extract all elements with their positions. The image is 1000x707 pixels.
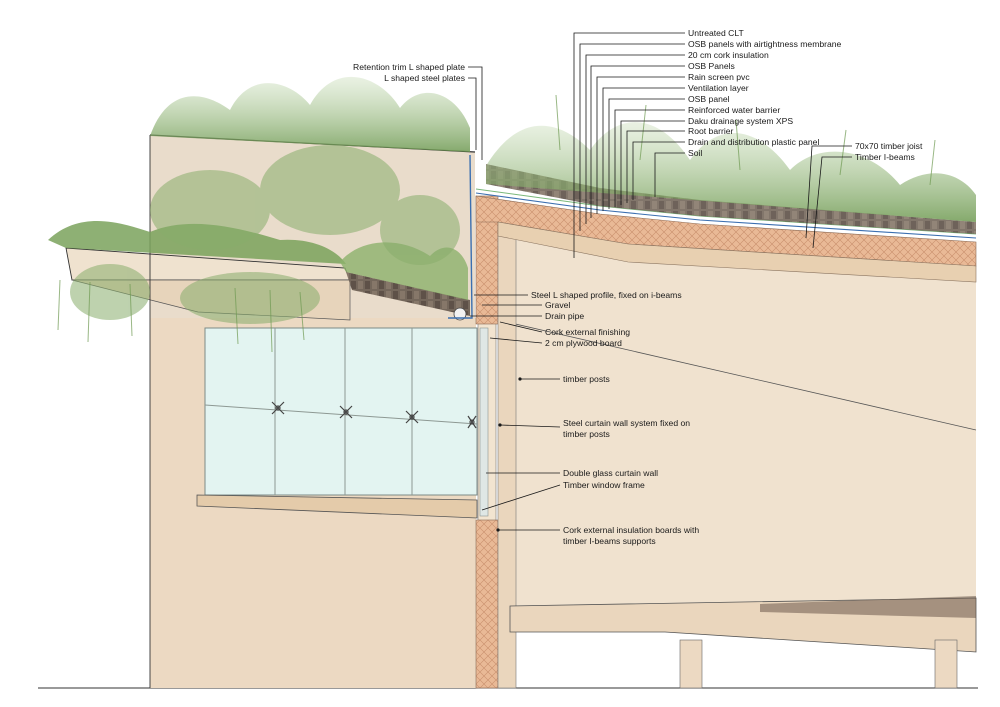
window-sill bbox=[196, 494, 478, 519]
label-osb-airtight: OSB panels with airtightness membrane bbox=[688, 39, 842, 49]
label-water-barrier: Reinforced water barrier bbox=[688, 105, 780, 115]
label-soil: Soil bbox=[688, 148, 702, 158]
label-cork-insulation: 20 cm cork insulation bbox=[688, 50, 769, 60]
roof-soil-layer bbox=[486, 164, 976, 234]
label-root-barrier: Root barrier bbox=[688, 126, 734, 136]
label-daku-drainage: Daku drainage system XPS bbox=[688, 116, 793, 126]
retention-plate bbox=[448, 154, 473, 319]
curtain-wall-glass bbox=[204, 327, 478, 496]
interior-bench-post-2 bbox=[934, 639, 958, 689]
label-gravel: Gravel bbox=[545, 300, 570, 310]
label-osb-panel: OSB panel bbox=[688, 94, 730, 104]
label-curtain-wall-2: timber posts bbox=[563, 429, 610, 439]
label-drain-panel: Drain and distribution plastic panel bbox=[688, 137, 819, 147]
interior-clt-ceiling bbox=[498, 222, 976, 606]
label-cork-boards-2: timber I-beams supports bbox=[563, 536, 656, 546]
spider-fittings bbox=[271, 401, 477, 429]
cork-wall-lower bbox=[475, 519, 499, 689]
roof-membrane-line bbox=[475, 192, 977, 239]
label-untreated-clt: Untreated CLT bbox=[688, 28, 744, 38]
label-steel-profile: Steel L shaped profile, fixed on i-beams bbox=[531, 290, 682, 300]
glass-wall-strip bbox=[479, 327, 489, 517]
label-cork-finishing: Cork external finishing bbox=[545, 327, 630, 337]
label-timber-joist: 70x70 timber joist bbox=[855, 141, 923, 151]
interior-shelf bbox=[760, 596, 976, 618]
label-drain-pipe: Drain pipe bbox=[545, 311, 584, 321]
label-osb-panels: OSB Panels bbox=[688, 61, 735, 71]
leader-lines bbox=[468, 32, 852, 531]
label-timber-posts: timber posts bbox=[563, 374, 610, 384]
label-ventilation-layer: Ventilation layer bbox=[688, 83, 749, 93]
label-double-glass: Double glass curtain wall bbox=[563, 468, 658, 478]
label-timber-ibeams: Timber I-beams bbox=[855, 152, 915, 162]
leader-end-dots bbox=[496, 377, 522, 532]
label-rain-screen: Rain screen pvc bbox=[688, 72, 750, 82]
gutter-soil bbox=[346, 272, 470, 316]
label-window-frame: Timber window frame bbox=[563, 480, 645, 490]
label-plywood-board: 2 cm plywood board bbox=[545, 338, 622, 348]
roof-clt-layer bbox=[497, 221, 977, 283]
label-curtain-wall-1: Steel curtain wall system fixed on bbox=[563, 418, 690, 428]
drain-pipe-circle bbox=[453, 307, 467, 321]
label-steel-plates: L shaped steel plates bbox=[384, 73, 465, 83]
label-cork-boards-1: Cork external insulation boards with bbox=[563, 525, 699, 535]
interior-bench-post-1 bbox=[679, 639, 703, 689]
green-roof-vegetation bbox=[48, 76, 976, 353]
label-retention-trim: Retention trim L shaped plate bbox=[353, 62, 465, 72]
interior-section-line bbox=[497, 319, 977, 431]
